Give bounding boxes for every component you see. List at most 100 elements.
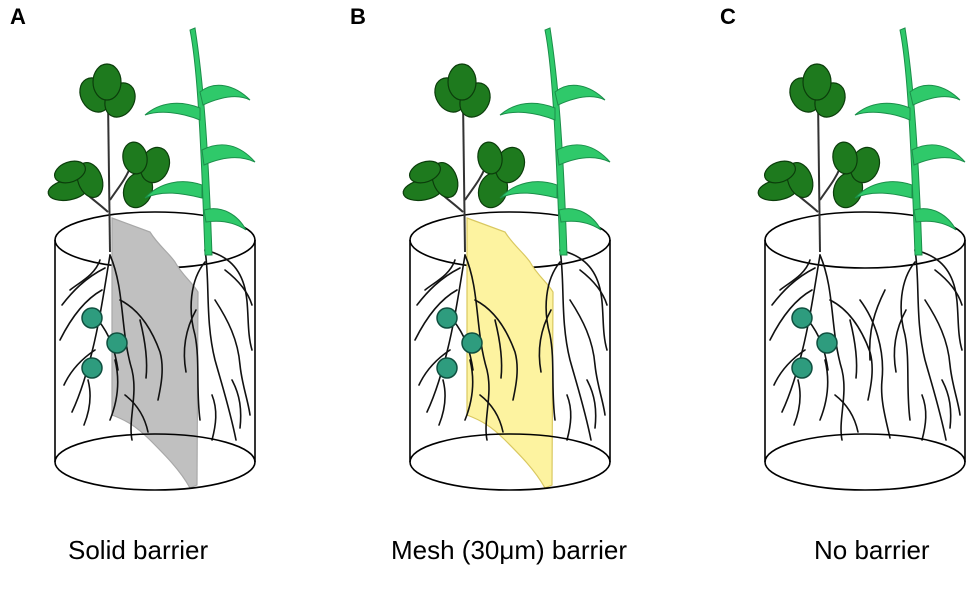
panel-letter: B [350,4,366,29]
root [769,289,813,341]
legume-leaflet [832,141,858,175]
root-nodule [81,307,103,329]
legume-leaflet [53,160,87,184]
legume-leaflet [447,63,477,101]
root [464,254,490,441]
root [69,259,101,291]
grass-leaf [499,102,556,121]
root [900,261,916,421]
root [119,299,163,401]
pot-bottom-rim [54,433,256,491]
pot-bottom-rim [764,433,966,491]
root [124,394,149,433]
root [793,379,801,426]
root [231,379,242,429]
root [426,254,466,413]
root [109,359,119,421]
grass-plant [144,27,256,256]
legume-stem [107,99,111,253]
legume-leaflet [802,63,832,101]
pot-bottom-rim [409,433,611,491]
root [83,379,91,426]
pot-illustration [757,27,966,491]
legume-leaflet [408,160,442,184]
legume-plant [402,63,526,253]
root [538,309,552,373]
root [924,299,961,416]
root [779,259,811,291]
root [211,394,217,441]
panel-caption: Solid barrier [68,535,209,565]
legume-leaflet [122,141,148,175]
root [829,299,873,401]
root [868,289,886,361]
root [224,269,253,306]
grass-leaf [913,208,957,231]
root [771,267,816,306]
root [204,249,237,441]
root-nodule [81,357,103,379]
root [566,394,572,441]
grass-leaf [203,208,247,231]
legume-plant [757,63,881,253]
grass-leaf [854,102,911,121]
root [545,261,561,421]
barrier-sheet [111,217,199,489]
root-nodule [436,357,458,379]
root [438,379,446,426]
root [474,299,518,401]
panel-c: C No barrier [710,0,975,591]
root [190,261,206,421]
grass-stem [544,27,568,256]
grass-leaf [911,144,966,166]
legume-plant [47,63,171,253]
root [416,267,461,306]
legume-leaflet [92,63,122,101]
root [934,269,963,306]
root [921,394,927,441]
root [464,359,474,421]
root [914,249,963,351]
panel-b: B Mesh (30μm) barrier [350,0,680,591]
grass-leaf [556,144,611,166]
root [773,349,806,386]
root [569,299,606,416]
root-system [59,249,253,441]
root-system [769,249,963,441]
root [559,249,592,441]
root [781,254,821,413]
grass-leaf [499,181,558,199]
root [71,254,111,413]
root [418,349,451,386]
grass-leaf [854,181,913,199]
root [893,309,907,373]
pot-illustration [47,27,256,491]
legume-leaflet [763,160,797,184]
root [834,394,859,433]
barrier-sheet [466,217,554,489]
panel-caption: No barrier [814,535,930,565]
grass-leaf [144,102,201,121]
legume-leaflet [477,141,503,175]
root [109,254,135,441]
grass-stem [899,27,923,256]
root [859,299,891,439]
root [59,289,103,341]
panel-a: A Solid barrier [0,0,325,591]
root-nodule [436,307,458,329]
grass-plant [854,27,966,256]
root [579,269,608,306]
root [914,249,947,441]
grass-leaf [558,208,602,231]
grass-leaf [554,84,606,106]
root [941,379,952,429]
root [139,319,148,379]
root [479,394,504,433]
grass-leaf [201,144,256,166]
panel-letter: A [10,4,26,29]
root [214,299,251,416]
root [494,319,503,379]
root [559,249,608,351]
root [61,267,106,306]
root [424,259,456,291]
